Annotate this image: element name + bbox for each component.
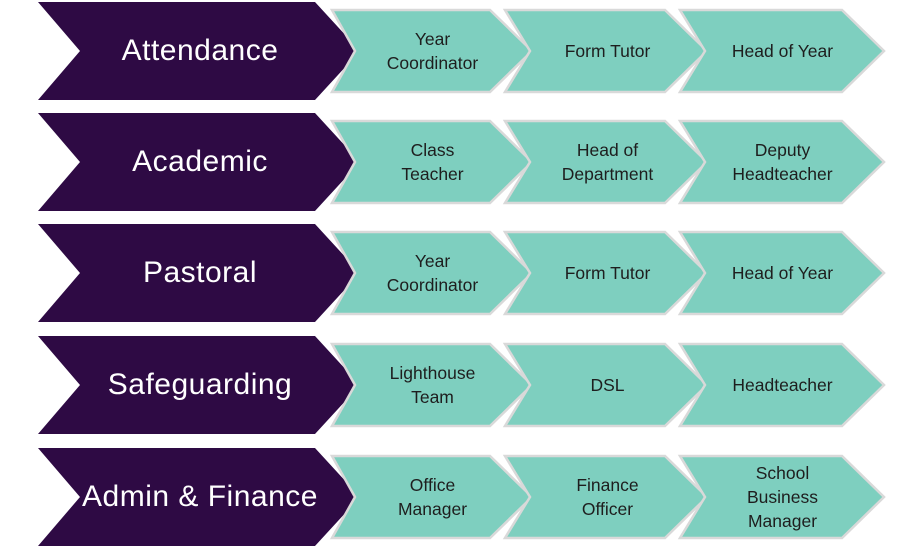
step-chevron-1: [329, 454, 534, 540]
category-label: Attendance: [121, 34, 279, 67]
row-attendance: Attendance Year Coordinator Form Tutor H…: [0, 2, 920, 100]
step-label-3: School Business Manager: [746, 463, 818, 531]
step-label-2: Form Tutor: [564, 263, 651, 283]
category-label: Academic: [132, 145, 268, 178]
step-chevron-3: [677, 342, 886, 428]
step-chevron-2: [502, 230, 709, 316]
step-label-1: Class Teacher: [401, 140, 464, 184]
step-label-1: Year Coordinator: [386, 251, 479, 295]
step-label-1: Year Coordinator: [386, 29, 479, 73]
category-chevron: [38, 2, 360, 100]
step-chevron-2: [502, 119, 709, 205]
category-chevron: [38, 336, 360, 434]
step-chevron-1: [329, 119, 534, 205]
step-label-3: Head of Year: [731, 263, 834, 283]
row-safeguarding: Safeguarding Lighthouse Team DSL Headtea…: [0, 336, 920, 434]
step-chevron-2: [502, 454, 709, 540]
step-label-2: Head of Department: [561, 140, 654, 184]
step-label-1: Office Manager: [397, 475, 468, 519]
category-chevron: [38, 448, 360, 546]
step-label-3: Head of Year: [731, 41, 834, 61]
step-chevron-1: [329, 8, 534, 94]
step-label-2: Finance Officer: [576, 475, 639, 519]
category-chevron: [38, 224, 360, 322]
step-label-2: Form Tutor: [564, 41, 651, 61]
step-label-1: Lighthouse Team: [389, 363, 476, 407]
step-label-3: Deputy Headteacher: [732, 140, 833, 184]
row-shapes: [38, 336, 886, 434]
step-chevron-3: [677, 119, 886, 205]
row-shapes: [38, 224, 886, 322]
step-label-3: Headteacher: [732, 375, 833, 395]
category-label: Pastoral: [142, 256, 258, 289]
row-shapes: [38, 113, 886, 211]
step-chevron-2: [502, 8, 709, 94]
category-label: Safeguarding: [107, 368, 293, 401]
category-label: Admin & Finance: [82, 480, 318, 513]
row-shapes: [38, 2, 886, 100]
category-chevron: [38, 113, 360, 211]
step-chevron-3: [677, 454, 886, 540]
step-chevron-1: [329, 342, 534, 428]
row-admin-finance: Admin & Finance Office Manager Finance O…: [0, 448, 920, 546]
row-academic: Academic Class Teacher Head of Departmen…: [0, 113, 920, 211]
step-chevron-3: [677, 230, 886, 316]
step-chevron-2: [502, 342, 709, 428]
step-label-2: DSL: [590, 375, 625, 395]
step-chevron-3: [677, 8, 886, 94]
step-chevron-1: [329, 230, 534, 316]
row-shapes: [38, 448, 886, 546]
row-pastoral: Pastoral Year Coordinator Form Tutor Hea…: [0, 224, 920, 322]
